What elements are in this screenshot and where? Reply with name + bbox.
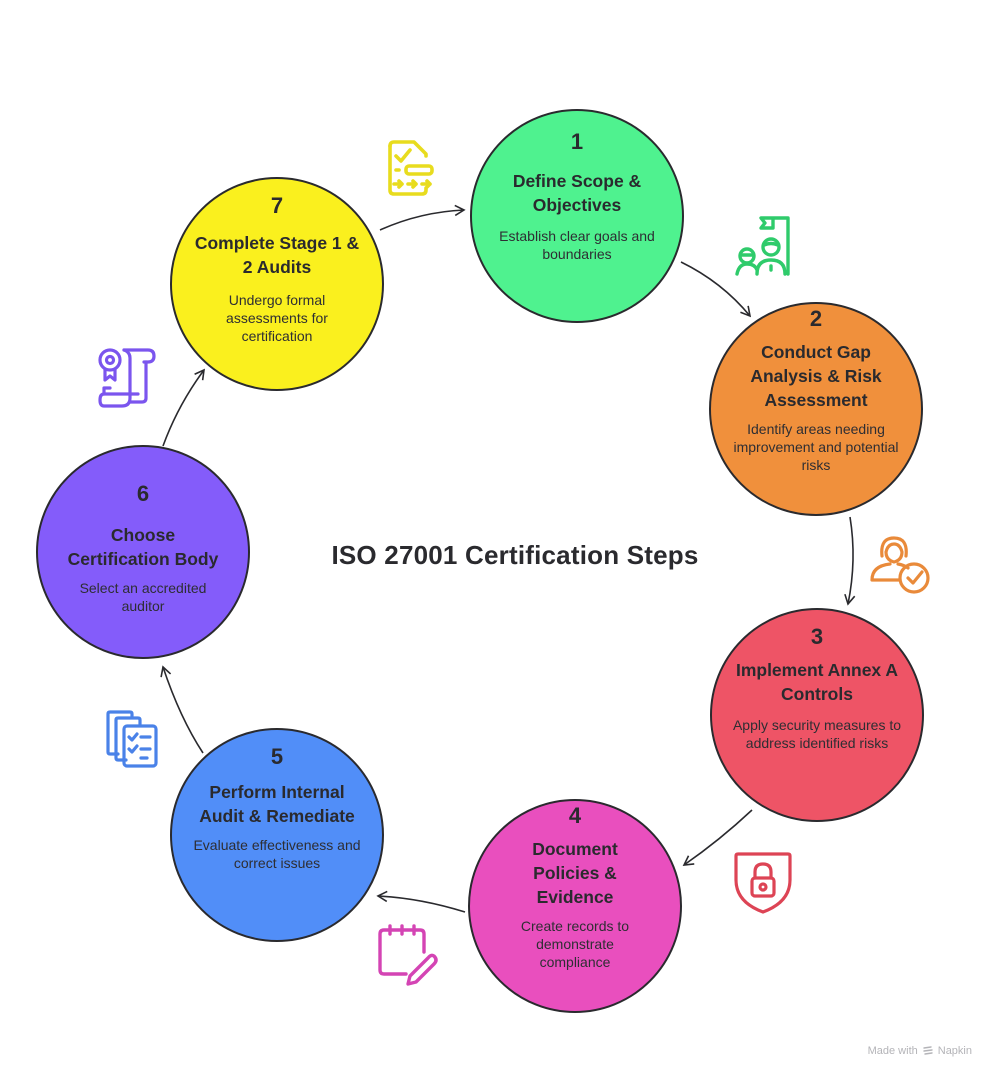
arrow-2-to-3 [844,516,856,606]
flag-team-icon [735,216,790,276]
step-number: 7 [270,193,284,218]
step-description: Undergo formal assessments for certifica… [226,292,328,344]
step-number: 6 [136,481,150,506]
step-description: Apply security measures to address ident… [732,717,902,751]
step-description: Select an accredited auditor [79,580,207,614]
step-title: Conduct Gap Analysis & Risk Assessment [750,342,882,410]
watermark-brand: Napkin [937,1045,972,1057]
step-title: Perform Internal Audit & Remediate [199,782,355,826]
watermark[interactable]: Made with Napkin [868,1045,972,1057]
arrow-7-to-1 [379,204,466,231]
step-description: Identify areas needing improvement and p… [733,421,899,473]
napkin-logo-icon [923,1046,933,1055]
step-description: Evaluate effectiveness and correct issue… [193,837,361,871]
notepad-pencil-icon [378,924,438,986]
step-title: Document Policies & Evidence [532,839,618,907]
step-7-circle: 7 Complete Stage 1 & 2 Audits Undergo fo… [170,177,384,391]
user-check-icon [870,536,930,594]
step-number: 1 [570,129,584,154]
arrow-4-to-5 [376,890,466,913]
certificate-scroll-icon [98,348,156,408]
watermark-prefix: Made with [867,1045,918,1057]
step-number: 5 [270,744,284,769]
step-title: Define Scope & Objectives [512,171,642,215]
step-title: Complete Stage 1 & 2 Audits [194,233,360,277]
step-description: Create records to demonstrate compliance [520,918,630,970]
checklist-documents-icon [106,710,158,768]
step-2-circle: 2 Conduct Gap Analysis & Risk Assessment… [709,302,923,516]
step-4-circle: 4 Document Policies & Evidence Create re… [468,799,682,1013]
arrow-3-to-4 [682,809,753,866]
diagram-title: ISO 27001 Certification Steps [331,540,699,570]
step-5-circle: 5 Perform Internal Audit & Remediate Eva… [170,728,384,942]
arrow-5-to-6 [160,665,204,754]
step-1-circle: 1 Define Scope & Objectives Establish cl… [470,109,684,323]
step-description: Establish clear goals and boundaries [499,228,655,262]
step-title: Choose Certification Body [67,525,219,569]
shield-lock-icon [734,852,792,914]
step-number: 3 [810,624,824,649]
step-number: 4 [568,803,582,828]
step-number: 2 [809,306,823,331]
step-title: Implement Annex A Controls [735,660,899,704]
step-3-circle: 3 Implement Annex A Controls Apply secur… [710,608,924,822]
arrow-1-to-2 [680,261,752,318]
arrow-6-to-7 [162,368,205,447]
document-checklist-arrows-icon [388,140,434,196]
step-6-circle: 6 Choose Certification Body Select an ac… [36,445,250,659]
